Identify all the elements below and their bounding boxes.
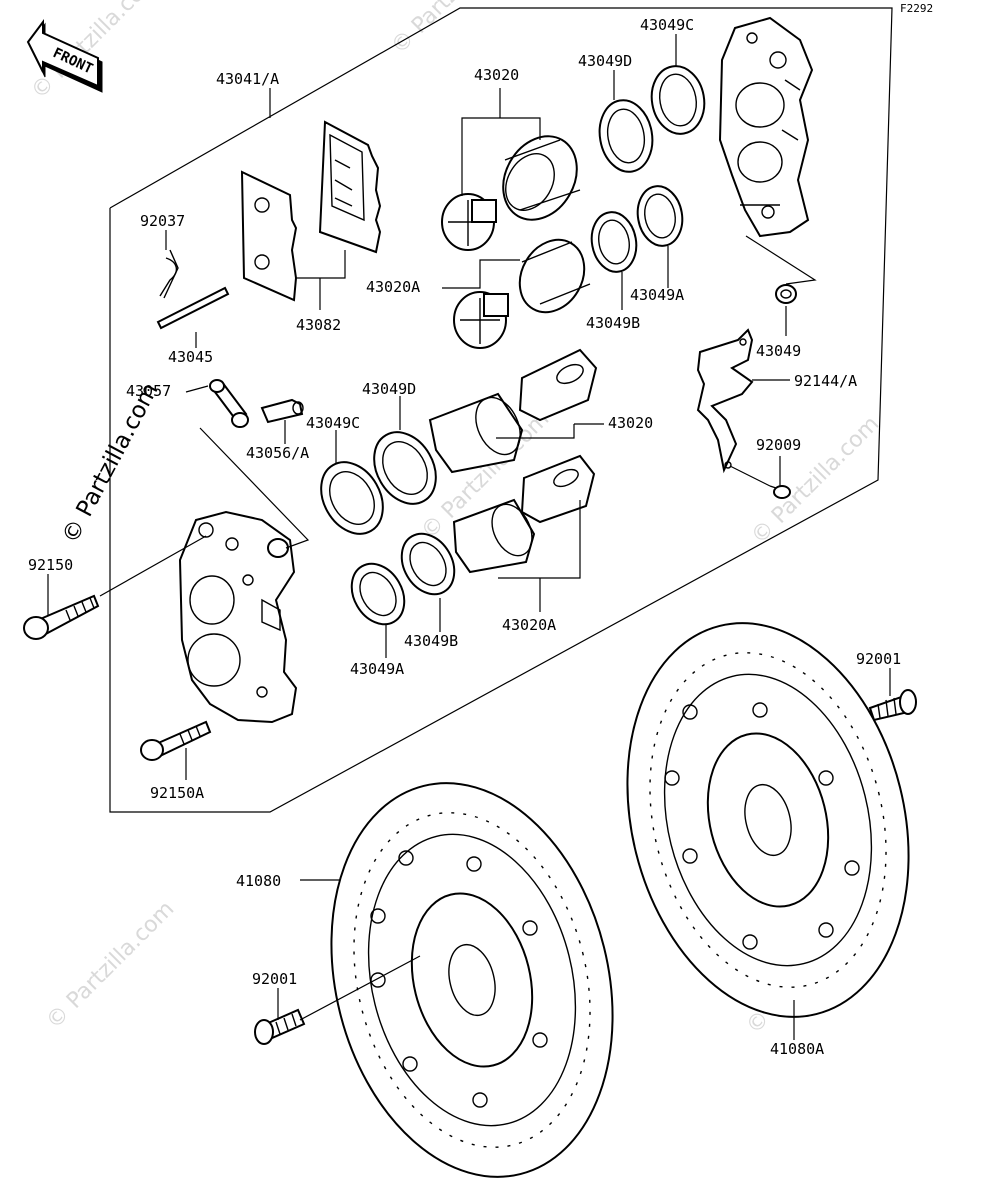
brake-pad-rear [240, 170, 298, 302]
label-43020A-top: 43020A [366, 278, 420, 296]
label-43049C-mid: 43049C [306, 414, 360, 432]
bracket-92144 [696, 328, 754, 474]
label-43056: 43056/A [246, 444, 309, 462]
label-92150A: 92150A [150, 784, 204, 802]
label-92009: 92009 [756, 436, 801, 454]
piston-insulator-top [441, 193, 497, 251]
piston-insulator-low [520, 454, 596, 524]
part-labels: 43041/A 43020 43049D 43049C 92037 43082 … [28, 16, 901, 1058]
piston-43020A-top [518, 238, 591, 314]
bleeder-valve-43056 [260, 398, 304, 424]
label-43049D-top: 43049D [578, 52, 632, 70]
label-43049B-top: 43049B [586, 314, 640, 332]
seal-43049D-top [598, 99, 654, 173]
bolt-92150A [140, 720, 212, 761]
caliper-left-half [178, 510, 298, 724]
label-92150: 92150 [28, 556, 73, 574]
label-41080: 41080 [236, 872, 281, 890]
seal-43049D-mid [373, 431, 437, 505]
label-43049D-mid: 43049D [362, 380, 416, 398]
r-clip [159, 249, 179, 299]
watermark: © Partzilla.com [747, 412, 885, 550]
piston-insulator-top-b [453, 291, 509, 349]
screw-92009 [769, 485, 791, 499]
seal-43049A-low [350, 562, 406, 626]
label-41080A: 41080A [770, 1040, 824, 1058]
watermark: © Partzilla.com [387, 0, 525, 59]
label-43057: 43057 [126, 382, 171, 400]
brake-disc-41080A [626, 622, 910, 1018]
piston-43020A-low [452, 498, 536, 574]
seal-43049B-low [400, 532, 456, 596]
label-43020-top: 43020 [474, 66, 519, 84]
label-92001-left: 92001 [252, 970, 297, 988]
label-92001-right: 92001 [856, 650, 901, 668]
seal-43049B-top [590, 211, 638, 273]
label-43082: 43082 [296, 316, 341, 334]
front-arrow-icon: FRONT [26, 19, 103, 93]
bolt-92150 [23, 594, 100, 640]
brake-pad-front [318, 120, 382, 254]
kit-boundary [109, 7, 893, 813]
brake-disc-41080 [330, 782, 614, 1178]
label-43049C-top: 43049C [640, 16, 694, 34]
watermark: © Partzilla.com [42, 897, 180, 1035]
label-43020-mid: 43020 [608, 414, 653, 432]
label-43045: 43045 [168, 348, 213, 366]
label-92037: 92037 [140, 212, 185, 230]
bleeder-cap-43057 [209, 379, 249, 428]
pad-pin [156, 286, 230, 330]
label-43020A-low: 43020A [502, 616, 556, 634]
seal-43049C-top [650, 65, 706, 135]
label-92144: 92144/A [794, 372, 857, 390]
piston-43020-mid [428, 392, 524, 474]
leader-lines [47, 34, 891, 1040]
label-43049A-low: 43049A [350, 660, 404, 678]
label-43049B-low: 43049B [404, 632, 458, 650]
seal-43049C-mid [320, 461, 384, 535]
screw-92001-right [868, 689, 917, 722]
seal-43049A-top [636, 185, 684, 247]
diagram-code: F2292 [900, 2, 933, 15]
small-cap-43049 [775, 284, 797, 304]
screw-92001-left [254, 1008, 306, 1045]
label-43041: 43041/A [216, 70, 279, 88]
caliper-right-half [718, 16, 814, 238]
label-43049: 43049 [756, 342, 801, 360]
piston-insulator-mid [518, 348, 598, 422]
label-43049A-top: 43049A [630, 286, 684, 304]
piston-43020-top [502, 135, 581, 221]
